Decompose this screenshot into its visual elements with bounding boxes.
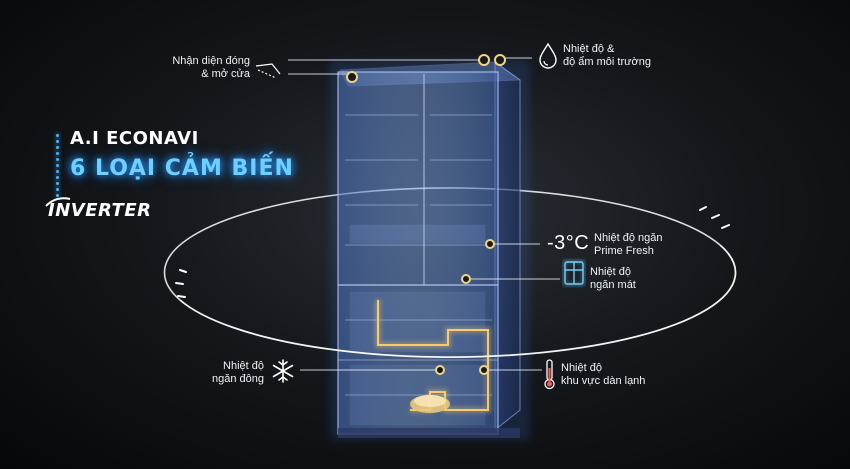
sensor-dot-freezer	[435, 365, 445, 375]
label-freezer-line2: ngăn đông	[212, 373, 264, 385]
label-evaporator-line2: khu vực dàn lạnh	[561, 375, 646, 387]
label-freezer-line1: Nhiệt độ	[223, 360, 264, 372]
orbit-ring-front	[175, 206, 737, 358]
sensor-dot-prime	[485, 239, 495, 249]
label-prime-line1: Nhiệt độ ngăn	[594, 232, 663, 244]
label-fridge-compartment: Nhiệt độ ngăn mát	[590, 266, 636, 292]
label-prime-line2: Prime Fresh	[594, 245, 654, 257]
door-open-icon	[255, 63, 281, 79]
label-door-line2: & mở cửa	[201, 68, 250, 80]
water-drop-icon	[539, 42, 557, 69]
label-door-detection: Nhận diện đóng & mở cửa	[168, 55, 250, 81]
brand-sensor-count: 6 LOẠI CẢM BIẾN	[70, 156, 294, 181]
label-humidity-line2: độ ẩm môi trường	[563, 56, 651, 68]
label-evaporator: Nhiệt độ khu vực dàn lạnh	[561, 362, 645, 388]
brand-inverter: INVERTER	[48, 200, 152, 221]
label-door-line1: Nhận diện đóng	[172, 55, 250, 67]
label-fridge-line2: ngăn mát	[590, 279, 636, 291]
sensor-dot-top-left	[478, 54, 490, 66]
brand-dot-column	[56, 134, 60, 200]
sensor-dot-door	[346, 71, 358, 83]
label-humidity: Nhiệt độ & độ ẩm môi trường	[563, 43, 651, 69]
callout-lines	[288, 57, 560, 371]
inverter-swoosh	[45, 197, 71, 207]
sensor-dot-evaporator	[479, 365, 489, 375]
sensor-dot-top-right	[494, 54, 506, 66]
prime-fresh-temperature: -3°C	[547, 232, 590, 254]
label-humidity-line1: Nhiệt độ &	[563, 43, 615, 55]
snowflake-icon	[272, 359, 294, 383]
sensor-dot-fridge	[461, 274, 471, 284]
label-evaporator-line1: Nhiệt độ	[561, 362, 602, 374]
label-fridge-line1: Nhiệt độ	[590, 266, 631, 278]
fridge-compartment-icon	[562, 259, 586, 287]
thermometer-icon	[544, 359, 555, 390]
refrigerator-illustration	[330, 60, 530, 440]
sensor-dots	[346, 54, 506, 375]
label-prime-fresh: Nhiệt độ ngăn Prime Fresh	[594, 232, 663, 258]
brand-ai-econavi: A.I ECONAVI	[70, 128, 199, 149]
label-freezer: Nhiệt độ ngăn đông	[200, 360, 264, 386]
